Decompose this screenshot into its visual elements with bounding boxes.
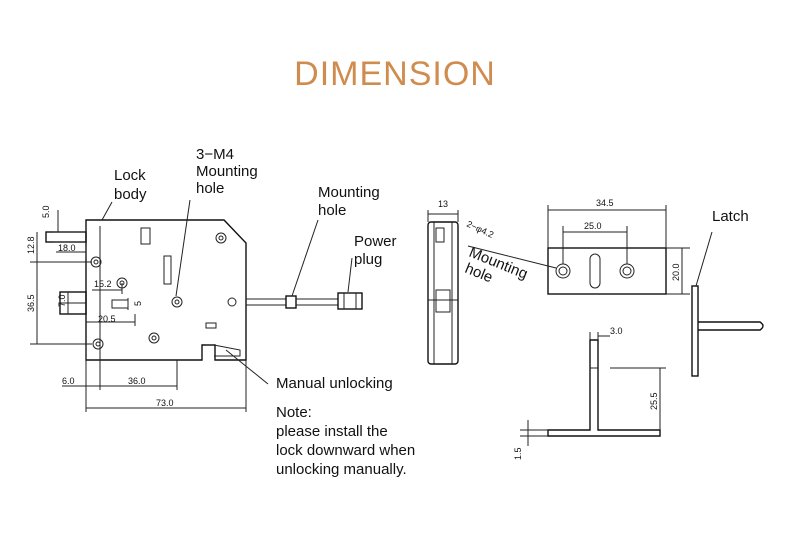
latch-side-view [691,231,764,377]
label-3m4-2: Mounting [196,163,258,180]
dim-3-0: 3.0 [610,326,623,336]
label-power-plug-1: Power [354,233,397,250]
dim-36-0: 36.0 [128,376,146,386]
dim-34-5: 34.5 [596,198,614,208]
dim-5: 5 [133,301,143,306]
note-line-4: unlocking manually. [276,461,407,478]
dim-15-2: 15.2 [94,279,112,289]
dim-1-5: 1.5 [513,447,523,460]
dim-25-0: 25.0 [584,221,602,231]
strike-plate-view [467,205,690,295]
note-line-2: please install the [276,423,388,440]
label-3m4-3: hole [196,180,224,197]
dim-18-0: 18.0 [58,243,76,253]
dim-2phi4-2: 2−φ4.2 [465,219,495,240]
page-title: DIMENSION [294,55,496,93]
label-lock-body-2: body [114,186,147,203]
dim-36-5: 36.5 [26,294,36,312]
latch-l-view [520,332,666,446]
label-3m4-1: 3−M4 [196,146,234,163]
dim-12-8: 12.8 [26,236,36,254]
label-mounting-hole-1: Mounting [318,184,380,201]
dim-5-0: 5.0 [41,205,51,218]
dim-6-0: 6.0 [62,376,75,386]
label-manual-unlocking: Manual unlocking [276,375,393,392]
label-latch: Latch [712,208,749,225]
dim-73-0: 73.0 [156,398,174,408]
note-line-1: Note: [276,404,312,421]
dim-13: 13 [438,199,448,209]
dim-25-5: 25.5 [649,392,659,410]
dim-7-0: 7.0 [57,294,67,307]
label-lock-body-1: Lock [114,167,146,184]
front-leaders [101,199,353,385]
lock-side-view [427,210,459,365]
dim-20-5: 20.5 [98,314,116,324]
note-line-3: lock downward when [276,442,415,459]
front-view-dimensions [30,210,247,412]
label-mounting-hole-2: hole [318,202,346,219]
label-power-plug-2: plug [354,251,382,268]
dim-20-0: 20.0 [671,263,681,281]
